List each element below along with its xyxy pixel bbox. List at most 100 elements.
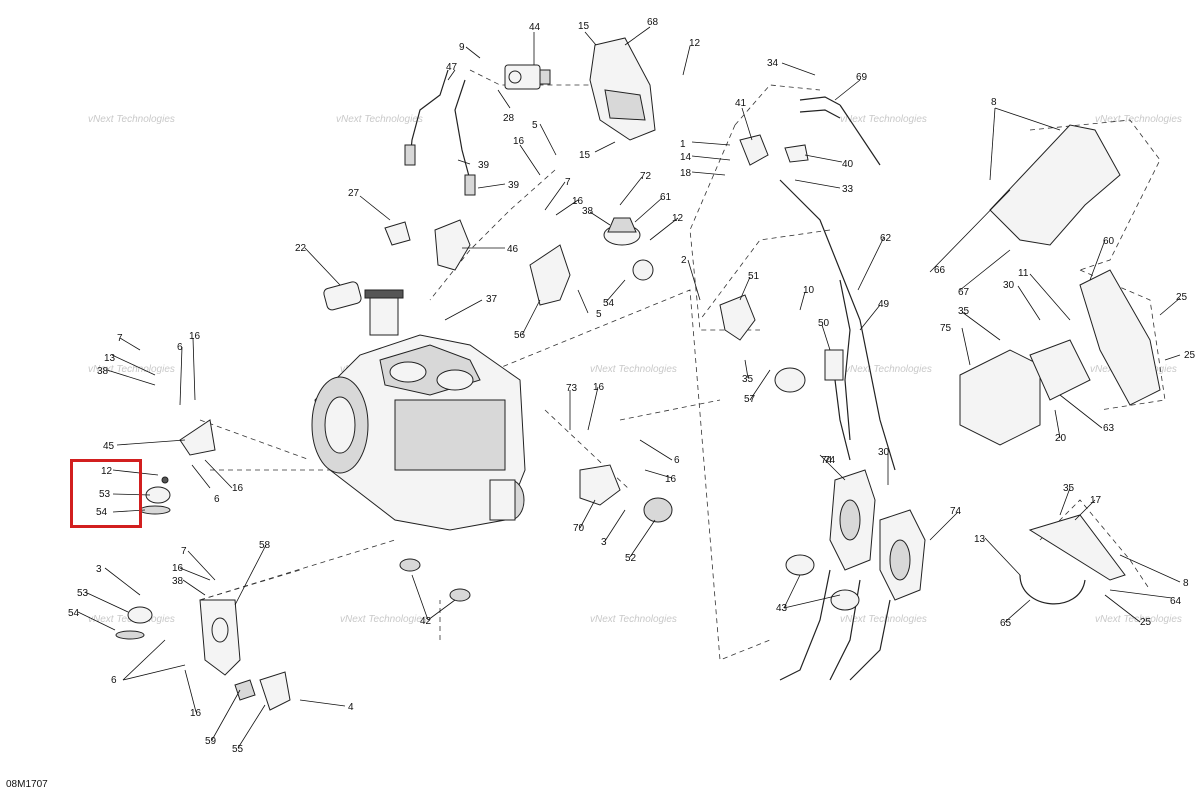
callout-label: 75 xyxy=(940,323,952,334)
engine-block xyxy=(311,289,526,531)
callout-label: 16 xyxy=(232,483,244,494)
callout-label: 16 xyxy=(665,474,677,485)
callout-label: 1 xyxy=(680,139,686,150)
callout-label: 16 xyxy=(172,563,184,574)
callout-label: 17 xyxy=(1090,495,1102,506)
callout-label: 34 xyxy=(767,58,779,69)
callout-label: 57 xyxy=(744,394,756,405)
callout-label: 7 xyxy=(117,333,123,344)
callout-label: 47 xyxy=(446,62,458,73)
callout-label: 46 xyxy=(507,244,519,255)
callout-label: 74 xyxy=(824,455,836,466)
callout-label: 16 xyxy=(572,196,584,207)
callout-label: 43 xyxy=(776,603,788,614)
oil-pump-70 xyxy=(579,464,673,523)
callout-label: 16 xyxy=(593,382,605,393)
callout-label: 28 xyxy=(503,113,515,124)
watermark: vNext Technologies xyxy=(590,364,677,375)
watermark: vNext Technologies xyxy=(840,614,927,625)
callout-labels: 44 15 68 9 12 47 28 34 69 8 41 5 16 39 1… xyxy=(68,17,1196,755)
callout-label: 42 xyxy=(420,616,432,627)
ecm-75 xyxy=(959,349,1041,446)
callout-label: 4 xyxy=(348,702,354,713)
callout-label: 16 xyxy=(190,708,202,719)
callout-label: 65 xyxy=(1000,618,1012,629)
callout-label: 38 xyxy=(582,206,594,217)
callout-label: 62 xyxy=(880,233,892,244)
callout-label: 37 xyxy=(486,294,498,305)
callout-label: 25 xyxy=(1140,617,1152,628)
fuel-lines-43 xyxy=(779,554,891,681)
callout-label: 20 xyxy=(1055,433,1067,444)
watermark: vNext Technologies xyxy=(590,614,677,625)
callout-label: 12 xyxy=(672,213,684,224)
callout-label: 59 xyxy=(205,736,217,747)
exhaust-guard-46 xyxy=(434,219,471,271)
callout-label: 38 xyxy=(97,366,109,377)
callout-label: 67 xyxy=(958,287,970,298)
callout-label: 30 xyxy=(1003,280,1015,291)
assembly-lines xyxy=(199,69,1166,661)
callout-label: 74 xyxy=(821,455,833,466)
callout-label: 2 xyxy=(681,255,687,266)
callout-label: 22 xyxy=(295,243,307,254)
callout-label: 72 xyxy=(640,171,652,182)
callout-label: 15 xyxy=(579,150,591,161)
callout-label: 9 xyxy=(459,42,465,53)
figure-reference-code: 08M1707 xyxy=(6,779,48,790)
bracket-64 xyxy=(1028,514,1126,581)
callout-label: 55 xyxy=(232,744,244,755)
callout-label: 7 xyxy=(181,546,187,557)
mount-58 xyxy=(199,599,241,676)
callout-label: 61 xyxy=(660,192,672,203)
callout-label: 6 xyxy=(674,455,680,466)
callout-label: 5 xyxy=(532,120,538,131)
callout-label: 52 xyxy=(625,553,637,564)
sensor-27 xyxy=(384,221,411,246)
callout-label: 7 xyxy=(565,177,571,188)
callout-label: 18 xyxy=(680,168,692,179)
callout-label: 12 xyxy=(689,38,701,49)
watermark: vNext Technologies xyxy=(1095,114,1182,125)
callout-label: 69 xyxy=(856,72,868,83)
callout-label: 3 xyxy=(96,564,102,575)
callout-label: 8 xyxy=(1183,578,1189,589)
callout-label: 49 xyxy=(878,299,890,310)
callout-label: 16 xyxy=(189,331,201,342)
leader-lines xyxy=(77,26,1181,749)
ecm-bracket-top xyxy=(589,37,656,141)
watermark: vNext Technologies xyxy=(1095,614,1182,625)
callout-label: 33 xyxy=(842,184,854,195)
callout-label: 53 xyxy=(77,588,89,599)
callout-label: 54 xyxy=(68,608,80,619)
callout-label: 13 xyxy=(974,534,986,545)
throttle-lever-69 xyxy=(799,96,881,166)
callout-label: 70 xyxy=(573,523,585,534)
engine-mount-61 xyxy=(603,217,654,281)
callout-label: 8 xyxy=(991,97,997,108)
caps-42 xyxy=(399,558,471,602)
bracket-55 xyxy=(234,671,291,711)
bracket-60 xyxy=(1079,269,1161,406)
watermark: vNext Technologies xyxy=(845,364,932,375)
callout-label: 40 xyxy=(842,159,854,170)
callout-label: 13 xyxy=(104,353,116,364)
gasket-22 xyxy=(323,281,362,311)
callout-label: 6 xyxy=(111,675,117,686)
callout-label: 30 xyxy=(878,447,890,458)
callout-label: 35 xyxy=(1063,483,1075,494)
callout-label: 66 xyxy=(934,265,946,276)
callout-label: 6 xyxy=(214,494,220,505)
callout-label: 10 xyxy=(803,285,815,296)
throttle-cable-62 xyxy=(779,179,896,471)
callout-label: 35 xyxy=(958,306,970,317)
strap-65 xyxy=(1019,574,1086,605)
callout-label: 6 xyxy=(177,342,183,353)
callout-label: 74 xyxy=(950,506,962,517)
callout-label: 54 xyxy=(603,298,615,309)
callout-label: 27 xyxy=(348,188,360,199)
mount-53-lower xyxy=(115,606,153,640)
sensor-57 xyxy=(774,367,806,393)
callout-label: 38 xyxy=(172,576,184,587)
callout-label: 3 xyxy=(601,537,607,548)
